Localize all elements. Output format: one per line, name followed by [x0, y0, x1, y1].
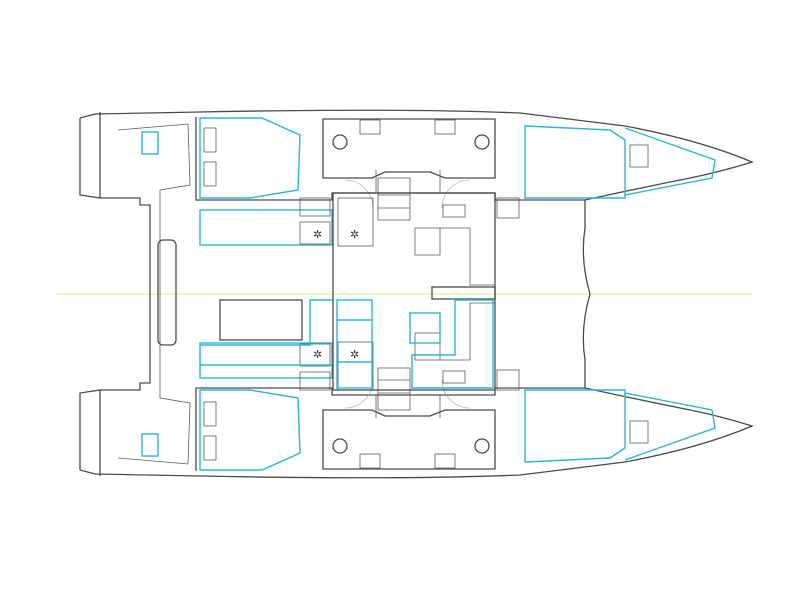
- transom-step: [79, 112, 101, 199]
- locker: [496, 197, 520, 219]
- door-swing: [344, 179, 471, 209]
- upper-hull: ✲ ✲: [79, 109, 754, 295]
- burner-icon: ✲: [350, 229, 359, 241]
- salon-seating: [199, 209, 333, 246]
- salon-l-sofa: [411, 299, 494, 389]
- forward-cabin-berth: [524, 125, 626, 199]
- cockpit-bench: [117, 123, 191, 294]
- pillow: [203, 127, 217, 153]
- bow-locker: [624, 127, 716, 196]
- hanging-locker: [299, 197, 331, 217]
- hull-outline: [79, 109, 754, 295]
- pillow: [203, 161, 217, 187]
- galley-counter: [337, 197, 374, 247]
- chart-table: [431, 286, 496, 300]
- toilet-icon: [474, 134, 490, 150]
- appliance: [442, 204, 466, 218]
- cockpit-table-top: [219, 299, 303, 341]
- heads-compartment: [322, 118, 496, 179]
- aft-cabin-berth: [199, 117, 301, 199]
- nav-station: [414, 227, 495, 286]
- salon: [332, 192, 496, 391]
- sink: [434, 119, 456, 135]
- salon-settee: [336, 299, 373, 389]
- lower-hull: [79, 293, 753, 479]
- salon-table: [409, 312, 441, 344]
- burner-icon: ✲: [313, 229, 322, 241]
- cooktop: [299, 221, 331, 245]
- salon-bulkhead: [195, 117, 585, 201]
- hatch: [629, 144, 649, 168]
- sink: [359, 119, 381, 135]
- companionway-stairs: [377, 177, 411, 221]
- cockpit-seat-lower: [200, 299, 333, 366]
- toilet-icon: [332, 134, 348, 150]
- cockpit-table: [157, 239, 177, 346]
- cockpit-edge: [100, 197, 151, 294]
- cockpit-seat: [141, 131, 159, 155]
